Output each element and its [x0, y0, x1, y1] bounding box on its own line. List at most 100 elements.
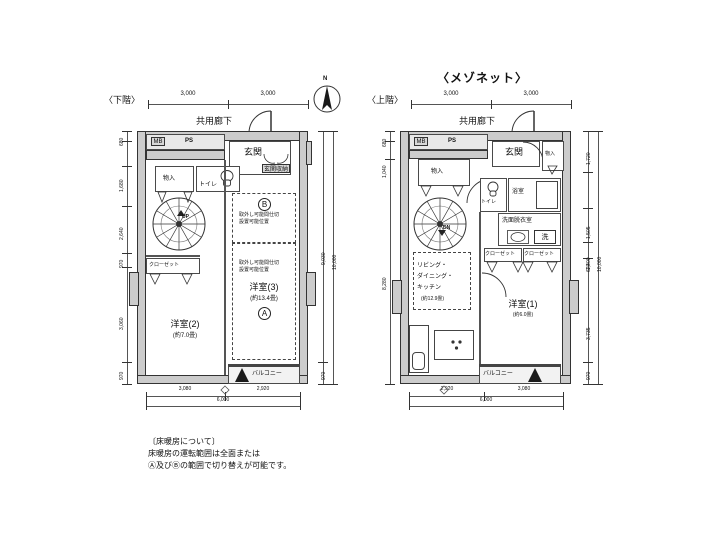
- lower-corridor-label: 共用廊下: [196, 116, 233, 126]
- upper-bath-label: 浴室: [512, 189, 525, 195]
- lower-balcony-rail: [228, 364, 300, 367]
- dim-tick: [583, 384, 603, 385]
- lower-closet-wall: [146, 255, 200, 257]
- floor-heating-note-line3: Ⓐ及びⒷの範囲で切り替えが可能です。: [148, 461, 292, 470]
- lower-dim-left-4: 970: [119, 259, 125, 268]
- lower-balcony-label: バルコニー: [252, 371, 282, 377]
- upper-monoire-left: [418, 159, 470, 186]
- dim-tick: [122, 131, 132, 132]
- lower-closet-label: クローゼット: [149, 262, 180, 268]
- lower-zone-b-marker: B: [258, 198, 271, 211]
- dim-tick: [122, 362, 132, 363]
- lower-pier-right-top: [306, 141, 312, 165]
- upper-floor-label: 〈上階〉: [367, 95, 404, 105]
- upper-dim-right-4: 670: [586, 263, 592, 272]
- dim-tick: [484, 392, 485, 401]
- upper-interior-wall: [479, 212, 481, 375]
- dim-tick: [122, 141, 132, 142]
- upper-dim-bottom-2: 3,080: [517, 386, 531, 392]
- lower-dim-left-5: 3,060: [119, 317, 125, 330]
- dim-tick: [385, 159, 395, 160]
- lower-mb-label: MB: [151, 137, 165, 146]
- lower-right-dim-line: [323, 131, 324, 384]
- lower-right-dim-line-total: [333, 131, 334, 384]
- lower-dim-bottom-2: 2,920: [256, 386, 270, 392]
- upper-dim-right-1: 1,720: [586, 152, 592, 165]
- lower-monoire-label: 物入: [163, 176, 176, 182]
- lower-room3-label: 洋室(3): [249, 282, 279, 292]
- dim-tick: [409, 392, 410, 410]
- dim-tick: [122, 206, 132, 207]
- dim-tick: [583, 131, 603, 132]
- lower-dim-left-1: 680: [119, 137, 125, 146]
- upper-dim-right-total: 10,000: [597, 256, 603, 272]
- bedroom-door-icon: [481, 272, 507, 298]
- sink-fixture-icon: [507, 230, 529, 244]
- upper-entrance-room: [492, 141, 540, 167]
- dim-tick: [491, 100, 492, 109]
- dim-tick: [583, 172, 593, 173]
- lower-stair-direction-label: UP: [182, 214, 189, 220]
- lower-center-marker-icon: [220, 385, 230, 395]
- dim-tick: [122, 166, 132, 167]
- dim-tick: [583, 208, 593, 209]
- upper-entrance-label: 玄関: [505, 147, 524, 157]
- upper-monoire-left-label: 物入: [431, 169, 444, 175]
- upper-right-dim-total-line: [598, 131, 599, 384]
- dim-tick: [411, 100, 412, 109]
- upper-closet-1-label: クローゼット: [485, 251, 516, 257]
- dim-tick: [385, 131, 395, 132]
- lower-dim-bottom-1: 3,080: [178, 386, 192, 392]
- lower-entrance-storage-label: 玄関収納: [262, 164, 290, 173]
- upper-washer-label: 洗: [534, 230, 556, 244]
- upper-ps-room: [409, 134, 488, 150]
- floor-heating-note-line2: 床暖房の運転範囲は全面または: [148, 449, 260, 458]
- entrance-storage-doors-icon: [263, 153, 289, 164]
- upper-ldk-size: (約12.9畳): [421, 296, 445, 302]
- upper-bottom-dim-total-line: [409, 406, 563, 407]
- compass-north-label: N: [323, 76, 328, 82]
- lower-bottom-dim-total-line: [146, 406, 300, 407]
- dim-tick: [122, 253, 132, 254]
- upper-ldk-line3: キッチン: [417, 285, 442, 291]
- corridor-door-icon: [511, 110, 541, 134]
- lower-dim-left-6: 970: [119, 371, 125, 380]
- lower-dim-right-2: 10,000: [332, 254, 338, 270]
- lower-dim-right-3: 970: [321, 371, 327, 380]
- lower-zone-a-box: [232, 243, 296, 360]
- lower-wall-left: [137, 131, 146, 384]
- closet-door-icon: [148, 273, 200, 285]
- upper-wall-left: [400, 131, 409, 384]
- upper-stair-direction-label: DN: [443, 225, 451, 231]
- lower-partition-note-1a: 取外し可能間仕切: [239, 212, 280, 218]
- upper-left-dim-line: [390, 131, 391, 384]
- lower-dim-top-1: 3,000: [180, 91, 196, 97]
- dim-tick: [318, 384, 338, 385]
- dim-tick: [122, 267, 132, 268]
- lower-partition-note-1b: 取外し可能間仕切: [239, 260, 280, 266]
- lower-dim-left-2: 1,680: [119, 179, 125, 192]
- lower-dim-left-3: 2,640: [119, 227, 125, 240]
- dim-tick: [583, 362, 593, 363]
- lower-closet-room: [146, 258, 200, 274]
- lower-entrance-label: 玄関: [244, 147, 263, 157]
- lower-closet-monoire: [155, 166, 194, 192]
- upper-right-dim-line: [588, 131, 589, 384]
- bathtub-fixture: [536, 181, 558, 209]
- upper-balcony-rail: [479, 364, 561, 367]
- balcony-planter-icon: [527, 366, 543, 383]
- upper-monoire-right-label: 物入: [545, 151, 556, 157]
- dim-tick: [385, 384, 395, 385]
- lower-left-dim-line: [127, 131, 128, 384]
- upper-ldk-line2: ダイニング・: [417, 274, 454, 280]
- compass-icon: [310, 74, 344, 114]
- upper-ldk-line1: リビング・: [417, 263, 448, 269]
- upper-washroom-label: 洗面脱衣室: [502, 218, 533, 224]
- lower-dim-top-2: 3,000: [260, 91, 276, 97]
- upper-toilet-label: トイレ: [481, 199, 497, 205]
- dim-tick: [146, 392, 147, 410]
- upper-spiral-stair-icon: [412, 196, 468, 252]
- lower-ps-label: PS: [185, 138, 194, 144]
- lower-ps-room: [146, 134, 225, 150]
